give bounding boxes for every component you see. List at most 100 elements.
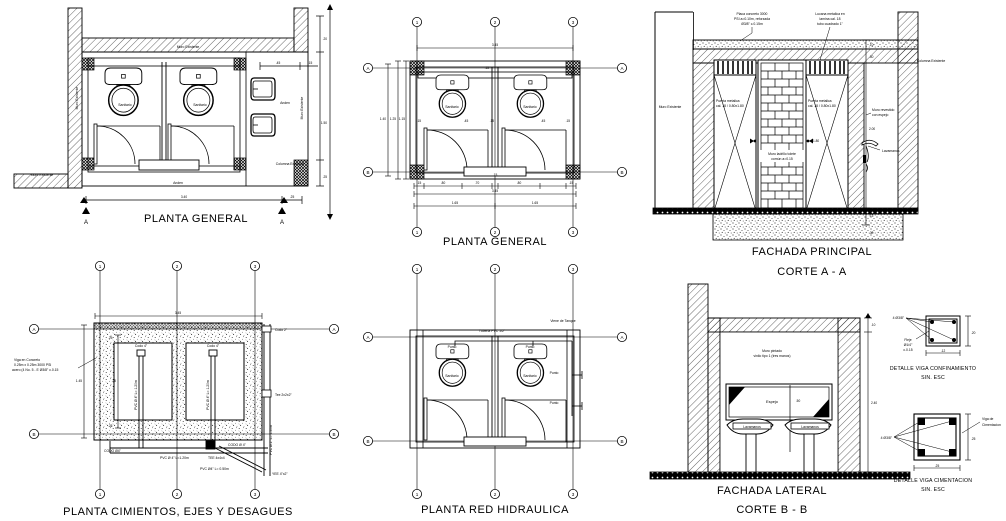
dimension-text: .10 bbox=[871, 323, 876, 327]
annotation-louver: Lucana metalica en lamina cal. 18 tubo c… bbox=[815, 12, 845, 61]
dimension-text: 2.40 bbox=[871, 401, 877, 405]
grid-axes bbox=[372, 272, 618, 490]
drawing-title: PLANTA CIMIENTOS, EJES Y DESAGUES bbox=[63, 506, 293, 518]
grid-label: 2 bbox=[176, 264, 179, 269]
annotation-foundation-beam: Viga de Cimentacion bbox=[982, 417, 1001, 427]
grid-label: 3 bbox=[572, 230, 575, 235]
lavatory-elevation: Lavamanos bbox=[726, 418, 774, 475]
annotation-point: Punto bbox=[526, 345, 535, 349]
grid-label: B bbox=[366, 170, 369, 175]
dimension-text: .15 bbox=[566, 119, 571, 123]
svg-text:Placa concreto 3000: Placa concreto 3000 bbox=[737, 12, 768, 16]
svg-text:PSI a=0.10m, reforzada: PSI a=0.10m, reforzada bbox=[734, 17, 770, 21]
dimension-text: .25 bbox=[323, 175, 328, 179]
drawing-detalle-viga-confinamiento: 4 Ø3/8" Fleje Ø1/4" c.0.15 .12 .20 DETAL… bbox=[890, 315, 976, 381]
grid-label: 2 bbox=[494, 267, 497, 272]
grid-bubble-1-top: 1 bbox=[95, 260, 105, 272]
grid-bubble-a-right: A bbox=[617, 63, 627, 73]
grid-bubble-b-right: B bbox=[328, 428, 340, 440]
annotation-lavatory: Lavamanos bbox=[801, 425, 819, 429]
dimension-text: .45 bbox=[541, 119, 546, 123]
grid-bubble-3-top: 3 bbox=[249, 260, 261, 272]
dimension-text: .50 bbox=[869, 55, 874, 59]
annotation-point: Punto bbox=[448, 345, 457, 349]
grid-bubble-2-bottom: 2 bbox=[489, 226, 501, 238]
svg-text:lamina cal. 18: lamina cal. 18 bbox=[820, 17, 841, 21]
fixture-label: Sanitario bbox=[118, 103, 131, 107]
svg-text:Ø3/8" c.0.15m: Ø3/8" c.0.15m bbox=[741, 22, 763, 26]
section-marker-a: A bbox=[82, 207, 90, 226]
annotation-elbow: CODO Ø 4" bbox=[228, 443, 247, 447]
toilet-fixture bbox=[435, 74, 470, 118]
dimension-text: 1.50 bbox=[321, 121, 327, 125]
annotation-stirrup: Fleje Ø1/4" c.0.15 bbox=[903, 338, 913, 352]
svg-text:cal. 18 / 0.80x1.80: cal. 18 / 0.80x1.80 bbox=[716, 104, 744, 108]
dimension-text: .20 bbox=[323, 37, 328, 41]
dimension-text: .15 bbox=[417, 119, 422, 123]
drawing-subtitle: CORTE A - A bbox=[777, 266, 847, 278]
grid-bubble-3-top: 3 bbox=[568, 16, 578, 28]
dimension-text: 1.25 bbox=[390, 117, 396, 121]
water-piping bbox=[454, 340, 583, 416]
annotation-existing-wall: Muro Existente bbox=[300, 97, 304, 120]
grid-label: 3 bbox=[572, 267, 575, 272]
grid-label: 1 bbox=[416, 492, 419, 497]
svg-text:con espejo: con espejo bbox=[872, 113, 889, 117]
svg-text:vinilo tipo 1 (tres manos): vinilo tipo 1 (tres manos) bbox=[754, 354, 791, 358]
grid-bubble-2-top: 2 bbox=[171, 260, 183, 272]
annotation-elbow: Codo 4" bbox=[207, 344, 220, 348]
dimension-text: .25 bbox=[108, 336, 113, 340]
dimension-text: .15 bbox=[308, 61, 313, 65]
svg-text:Muro ladrillo tolete: Muro ladrillo tolete bbox=[768, 152, 796, 156]
annotation-pipe: PVC Ø 4" L=1.20m bbox=[160, 456, 189, 460]
annotation-mirror-wall: Muro revestido con espejo bbox=[865, 108, 895, 117]
grid-label: B bbox=[32, 432, 35, 437]
svg-text:acero (4 No. 5 - E Ø3/8" c.0.: acero (4 No. 5 - E Ø3/8" c.0.15 bbox=[12, 368, 59, 372]
beam-section bbox=[905, 315, 961, 347]
drawing-subtitle: SIN. ESC bbox=[921, 375, 945, 381]
fixture-label: Sanitario bbox=[523, 374, 536, 378]
fixture-label: Sanitario bbox=[193, 103, 206, 107]
svg-text:Cimentacion: Cimentacion bbox=[982, 423, 1001, 427]
toilet-fixture bbox=[513, 343, 548, 387]
dimension-text: .25 bbox=[108, 424, 113, 428]
dimension-text: 1.80 bbox=[813, 139, 819, 143]
annotation-existing-wall: Muro Existente bbox=[75, 87, 79, 110]
metal-louver bbox=[713, 59, 757, 76]
wall-section bbox=[692, 11, 919, 212]
annotation-pipe: Tuberia PVC 1/2" bbox=[479, 329, 506, 333]
metal-louver bbox=[805, 59, 849, 76]
foundation-beams bbox=[93, 322, 263, 441]
dimension-text: .15 bbox=[493, 173, 498, 177]
grid-label: A bbox=[32, 327, 36, 332]
metal-door bbox=[713, 74, 757, 212]
drawing-planta-red-hidraulica: 1 2 3 1 2 3 A B A B Sanitario Sanitario bbox=[362, 263, 627, 516]
dimension-text: .80 bbox=[517, 181, 522, 185]
grid-label: A bbox=[620, 66, 624, 71]
door-swing bbox=[93, 123, 161, 170]
grid-bubble-1-bottom: 1 bbox=[411, 488, 423, 500]
dimension-text: 2.00 bbox=[869, 127, 875, 131]
toilet-fixture bbox=[179, 67, 218, 117]
grid-label: 2 bbox=[494, 492, 497, 497]
drawing-title: FACHADA LATERAL bbox=[717, 485, 827, 497]
svg-text:Lucana metalica en: Lucana metalica en bbox=[815, 12, 845, 16]
grid-bubble-b-right: B bbox=[617, 166, 627, 178]
drawing-detalle-viga-cimentacion: 4 Ø3/8" Viga de Cimentacion .25 .25 DETA… bbox=[881, 413, 1001, 493]
mirror: Espejo .50 bbox=[725, 383, 833, 452]
drawing-planta-general-ejes: 1 2 3 1 2 3 A B A B Sanitario Sanitario bbox=[362, 16, 627, 248]
annotation-rebar: 4 Ø3/8" bbox=[881, 436, 893, 440]
drawing-title: PLANTA RED HIDRAULICA bbox=[421, 504, 569, 516]
grid-label: 2 bbox=[494, 20, 497, 25]
svg-text:Puerta metalica: Puerta metalica bbox=[716, 99, 740, 103]
annotation-brick-wall: Muro ladrillo tolete común a=0.15 bbox=[760, 150, 804, 162]
dimension-text: .15 bbox=[869, 214, 874, 218]
fixture-label: Sanitario bbox=[445, 105, 458, 109]
drawing-title: FACHADA PRINCIPAL bbox=[752, 246, 872, 258]
ground-line bbox=[652, 207, 919, 241]
drawing-planta-cimientos: 1 2 3 1 2 3 A B A B bbox=[12, 260, 340, 518]
svg-text:c.0.15: c.0.15 bbox=[903, 348, 912, 352]
grid-label: 1 bbox=[99, 264, 102, 269]
